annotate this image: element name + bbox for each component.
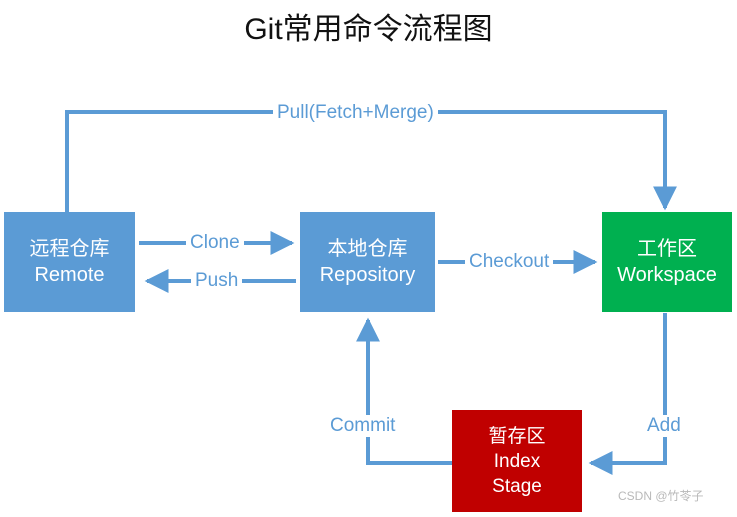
page-title: Git常用命令流程图 xyxy=(244,13,493,46)
index-stage-node[interactable]: 暂存区 Index Stage xyxy=(452,410,582,512)
index-node-label-stage: Stage xyxy=(492,475,542,497)
remote-node-label-en: Remote xyxy=(34,264,105,286)
edge-label-checkout: Checkout xyxy=(465,251,554,273)
remote-repository-node[interactable]: 远程仓库 Remote xyxy=(4,212,135,312)
workspace-node[interactable]: 工作区 Workspace xyxy=(602,212,732,312)
edge-label-add: Add xyxy=(643,415,685,437)
edge-label-clone: Clone xyxy=(186,232,244,254)
csdn-watermark: CSDN @竹苓子 xyxy=(618,489,704,503)
edge-label-commit: Commit xyxy=(326,415,400,437)
edge-add xyxy=(588,313,667,475)
edge-pull xyxy=(65,110,677,212)
workspace-node-label-en: Workspace xyxy=(617,264,717,286)
repository-node-label-en: Repository xyxy=(319,264,416,286)
edge-commit xyxy=(356,317,452,465)
edge-label-push: Push xyxy=(191,270,243,292)
remote-node-label-cn: 远程仓库 xyxy=(29,238,110,260)
local-repository-node[interactable]: 本地仓库 Repository xyxy=(300,212,435,312)
index-node-label-cn: 暂存区 xyxy=(488,425,546,447)
repository-node-label-cn: 本地仓库 xyxy=(327,238,408,260)
workspace-node-label-cn: 工作区 xyxy=(637,238,697,260)
index-node-label-en: Index xyxy=(493,450,541,472)
edge-label-pull: Pull(Fetch+Merge) xyxy=(273,102,438,124)
